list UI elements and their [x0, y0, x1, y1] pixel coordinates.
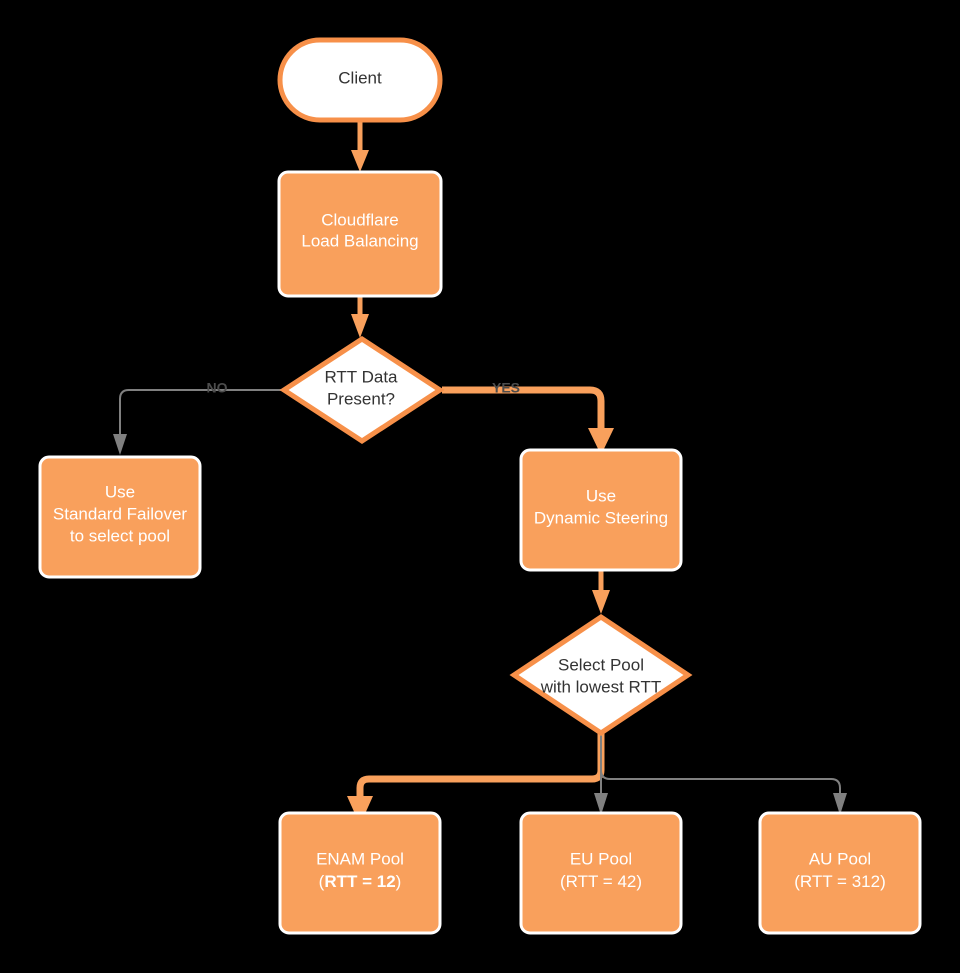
- node-eu-pool-rtt-close: ): [636, 872, 642, 891]
- node-au-pool-rtt-close: ): [880, 872, 886, 891]
- node-rtt-decision-line-1: RTT Data: [324, 367, 398, 386]
- node-select-pool-line-1: Select Pool: [558, 655, 644, 674]
- node-select-pool-line-2: with lowest RTT: [540, 677, 662, 696]
- node-eu-pool[interactable]: EU Pool (RTT = 42): [519, 811, 683, 935]
- edge-client-to-load-balancing: [351, 120, 369, 172]
- node-rtt-decision-line-2: Present?: [327, 389, 395, 408]
- node-au-pool-rtt: (RTT = 312): [794, 872, 886, 891]
- node-eu-pool-rtt-open: (: [560, 872, 566, 891]
- edge-dynamic-steering-to-select-pool: [592, 570, 610, 614]
- edge-label-no: NO: [207, 380, 228, 396]
- node-enam-pool-name: ENAM Pool: [316, 849, 404, 868]
- node-load-balancing[interactable]: Cloudflare Load Balancing: [277, 170, 443, 298]
- node-eu-pool-rtt: (RTT = 42): [560, 872, 642, 891]
- node-standard-failover-line-1: Use: [105, 482, 135, 501]
- node-dynamic-steering-line-2: Dynamic Steering: [534, 508, 668, 527]
- node-client[interactable]: Client: [277, 37, 443, 123]
- edge-load-balancing-to-rtt-decision: [351, 296, 369, 338]
- node-au-pool-rtt-value: RTT = 312: [800, 872, 880, 891]
- node-select-pool[interactable]: Select Pool with lowest RTT: [509, 613, 693, 737]
- edge-label-yes: YES: [492, 380, 520, 396]
- edge-select-pool-to-enam-pool: [347, 733, 605, 825]
- node-eu-pool-name: EU Pool: [570, 849, 632, 868]
- node-enam-pool-rtt: (RTT = 12): [319, 872, 402, 891]
- node-enam-pool-rtt-open: (: [319, 872, 325, 891]
- node-enam-pool[interactable]: ENAM Pool (RTT = 12): [278, 811, 442, 935]
- node-au-pool[interactable]: AU Pool (RTT = 312): [758, 811, 922, 935]
- node-au-pool-rtt-open: (: [794, 872, 800, 891]
- node-dynamic-steering-line-1: Use: [586, 486, 616, 505]
- node-client-label: Client: [338, 68, 382, 87]
- node-au-pool-name: AU Pool: [809, 849, 871, 868]
- node-dynamic-steering[interactable]: Use Dynamic Steering: [519, 448, 683, 572]
- node-standard-failover[interactable]: Use Standard Failover to select pool: [38, 455, 202, 579]
- node-eu-pool-rtt-value: RTT = 42: [566, 872, 637, 891]
- node-standard-failover-line-3: to select pool: [70, 526, 170, 545]
- node-standard-failover-line-2: Standard Failover: [53, 504, 188, 523]
- node-enam-pool-rtt-close: ): [396, 872, 402, 891]
- edge-yes-to-dynamic-steering: [442, 386, 614, 455]
- node-rtt-decision[interactable]: RTT Data Present?: [279, 336, 445, 444]
- node-enam-pool-rtt-value: RTT = 12: [324, 872, 395, 891]
- node-load-balancing-line-1: Cloudflare: [321, 210, 399, 229]
- edge-select-pool-to-au-pool: [600, 733, 847, 815]
- edge-no-to-standard-failover: [113, 389, 283, 455]
- node-load-balancing-line-2: Load Balancing: [301, 231, 418, 250]
